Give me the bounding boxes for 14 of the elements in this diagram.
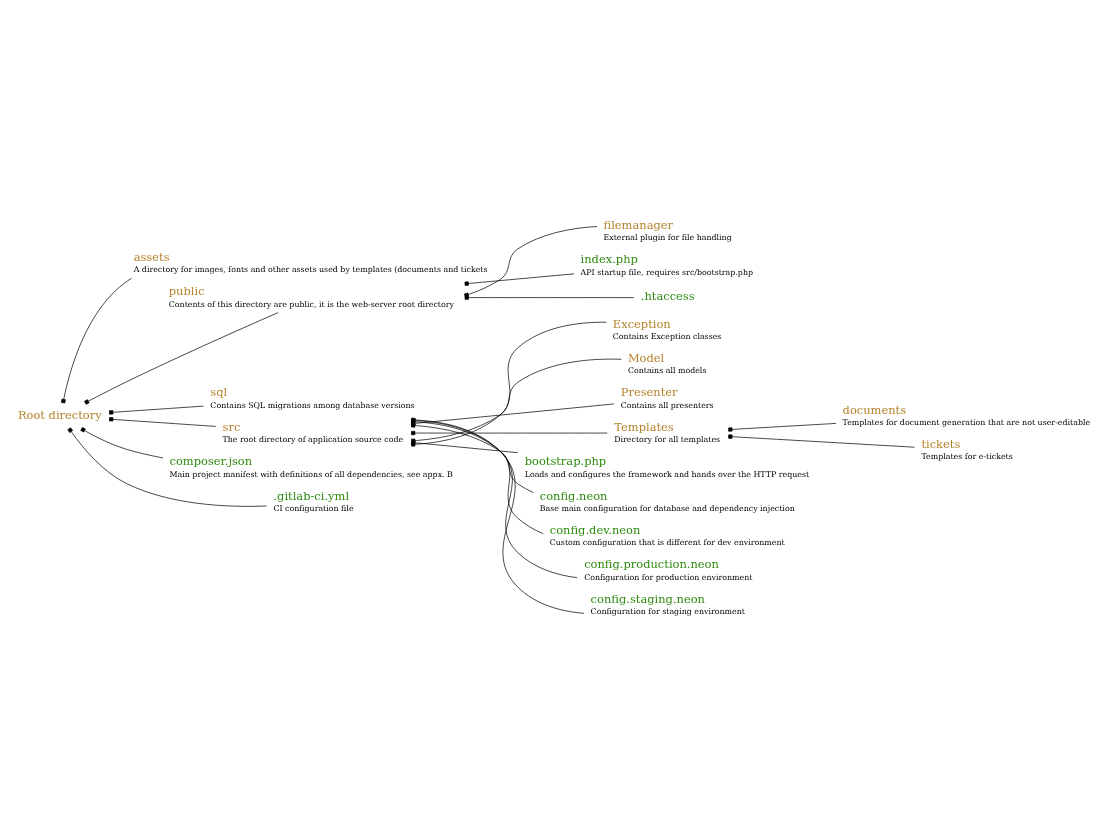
connector — [61, 277, 132, 403]
connector — [728, 433, 915, 448]
connector — [67, 426, 267, 507]
connector — [109, 405, 204, 415]
connector — [464, 225, 598, 298]
connector — [80, 426, 164, 458]
connector — [464, 273, 575, 286]
connector — [84, 311, 279, 405]
node-text: Root directory — [17, 407, 102, 422]
node-text: .htaccess — [640, 288, 695, 303]
connector — [728, 422, 837, 432]
connector — [109, 416, 217, 427]
connector — [411, 430, 608, 435]
connector — [464, 295, 635, 300]
